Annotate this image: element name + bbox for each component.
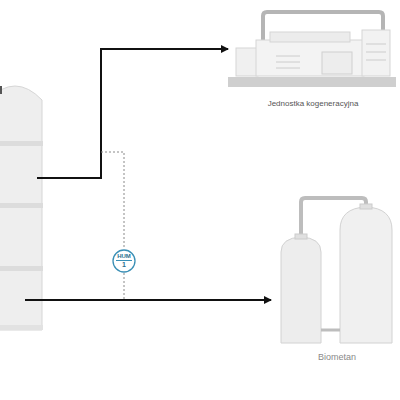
biomethane-tanks	[281, 198, 392, 343]
chp-unit-symbol	[228, 12, 396, 87]
unit-label: Biometan	[316, 352, 358, 362]
digester-vessel	[0, 86, 43, 330]
biomethane-line	[25, 299, 271, 301]
unit-label: Jednostka kogeneracyjna	[266, 99, 361, 108]
signal-line	[101, 152, 124, 299]
instrument-bubble: HUM1	[112, 249, 136, 273]
biomethane-storage: Biometan	[276, 196, 398, 362]
gas-line	[37, 49, 228, 178]
chp-unit: Jednostka kogeneracyjna	[228, 8, 398, 108]
instrument-tag: HUM	[116, 253, 132, 261]
instrument-tag: 1	[122, 261, 126, 269]
